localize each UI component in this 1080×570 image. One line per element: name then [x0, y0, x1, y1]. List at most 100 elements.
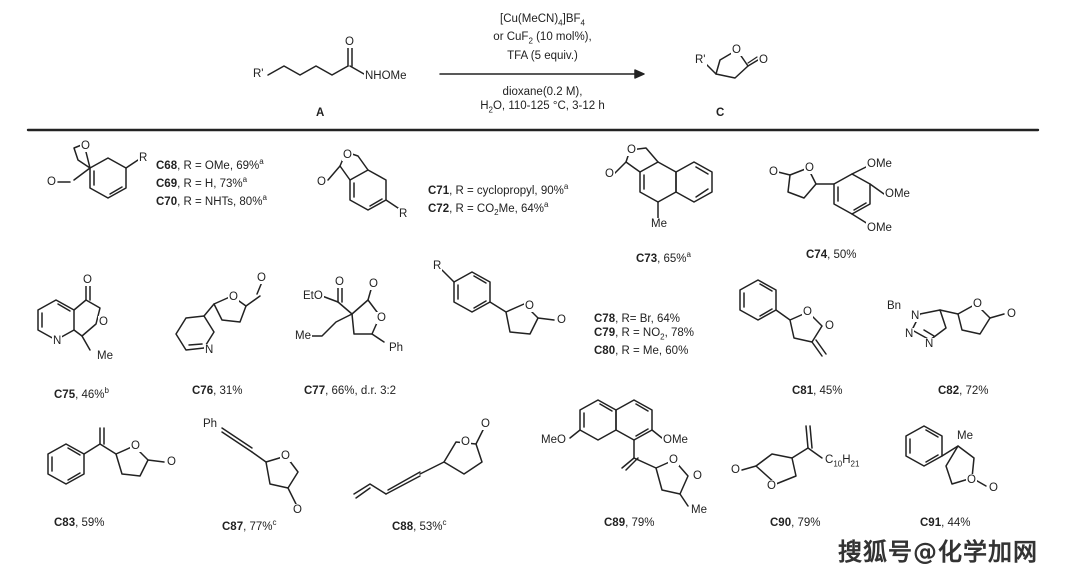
- label-product: C: [716, 107, 725, 119]
- atom-r-prime: R': [694, 54, 707, 66]
- atom-o: O: [46, 176, 57, 188]
- atom-ph: Ph: [202, 418, 219, 430]
- reaction-arrow: [439, 69, 645, 79]
- atom-meo: MeO: [540, 434, 567, 446]
- atom-o: O: [368, 278, 379, 290]
- atom-o: O: [972, 298, 983, 310]
- atom-o: O: [730, 464, 741, 476]
- caption-c78-c80: C78, R= Br, 64% C79, R = NO2, 78% C80, R…: [594, 313, 695, 358]
- atom-o: O: [460, 436, 471, 448]
- atom-o: O: [376, 312, 387, 324]
- atom-me: Me: [96, 350, 114, 362]
- atom-o: O: [966, 474, 977, 486]
- atom-o: O: [342, 149, 353, 161]
- atom-c10h21: C10H21: [824, 454, 861, 471]
- atom-o: O: [804, 162, 815, 174]
- caption-c87: C87, 77%c: [222, 518, 277, 533]
- caption-c75: C75, 46%b: [54, 386, 109, 401]
- atom-o: O: [256, 272, 267, 284]
- lactone-C74-structure: [777, 165, 885, 225]
- atom-ome: OMe: [866, 222, 893, 234]
- atom-o: O: [292, 504, 303, 516]
- atom-o: O: [480, 418, 491, 430]
- atom-o: O: [766, 480, 777, 492]
- caption-c82: C82, 72%: [938, 385, 989, 397]
- atom-r: R: [138, 152, 149, 164]
- atom-o: O: [824, 320, 835, 332]
- atom-ome: OMe: [662, 434, 689, 446]
- caption-c91: C91, 44%: [920, 517, 971, 529]
- atom-o: O: [280, 450, 291, 462]
- substrate-A-structure: [267, 47, 365, 76]
- atom-me: Me: [650, 218, 668, 230]
- naphtholactone-C73-structure: [613, 147, 713, 219]
- atom-n: N: [904, 328, 915, 340]
- atom-n: N: [52, 335, 63, 347]
- atom-n: N: [910, 310, 921, 322]
- atom-n: N: [924, 338, 935, 350]
- lactone-C87-structure: [221, 427, 299, 505]
- reaction-conditions-bottom: dioxane(0.2 M), H2O, 110-125 °C, 3-12 h: [480, 86, 605, 115]
- atom-me: Me: [294, 330, 312, 342]
- lactone-C78-structure: [441, 269, 555, 335]
- atom-o: O: [731, 44, 742, 56]
- phthalide-C68-structure: [57, 143, 139, 199]
- lactone-C81-structure: [739, 279, 827, 357]
- atom-nhome: NHOMe: [364, 70, 408, 82]
- atom-o: O: [556, 314, 567, 326]
- atom-o: O: [524, 300, 535, 312]
- atom-o: O: [1006, 308, 1017, 320]
- caption-c88: C88, 53%c: [392, 518, 447, 533]
- caption-c73: C73, 65%a: [636, 250, 691, 265]
- atom-o: O: [316, 176, 327, 188]
- caption-c90: C90, 79%: [770, 517, 821, 529]
- caption-c81: C81, 45%: [792, 385, 843, 397]
- lactone-C89-structure: [569, 399, 689, 507]
- atom-o: O: [802, 306, 813, 318]
- atom-bn: Bn: [886, 300, 903, 312]
- atom-o: O: [604, 168, 615, 180]
- atom-me: Me: [956, 430, 974, 442]
- atom-r: R: [432, 260, 443, 272]
- caption-c71-c72: C71, R = cyclopropyl, 90%a C72, R = CO2M…: [428, 182, 569, 217]
- lactone-C88-structure: [353, 427, 485, 499]
- label-substrate: A: [316, 107, 325, 119]
- atom-me: Me: [690, 504, 708, 516]
- lactone-C83-structure: [47, 427, 165, 485]
- azaphthalide-C75-structure: [37, 283, 101, 351]
- atom-ome: OMe: [866, 158, 893, 170]
- caption-c74: C74, 50%: [806, 249, 857, 261]
- reaction-conditions-top: [Cu(MeCN)4]BF4 or CuF2 (10 mol%), TFA (5…: [493, 13, 592, 62]
- atom-ome: OMe: [884, 188, 911, 200]
- phthalide-C71-structure: [327, 151, 399, 211]
- atom-o: O: [98, 316, 109, 328]
- atom-o: O: [80, 140, 91, 152]
- atom-eto: EtO: [302, 290, 324, 302]
- atom-o: O: [334, 276, 345, 288]
- lactone-C90-structure: [741, 425, 823, 485]
- caption-c76: C76, 31%: [192, 385, 243, 397]
- caption-c77: C77, 66%, d.r. 3:2: [304, 385, 397, 397]
- atom-r: R: [398, 208, 409, 220]
- caption-c89: C89, 79%: [604, 517, 655, 529]
- atom-o: O: [692, 470, 703, 482]
- lactone-C77-structure: [307, 285, 385, 343]
- atom-o: O: [758, 54, 769, 66]
- atom-ph: Ph: [388, 342, 405, 354]
- caption-c83: C83, 59%: [54, 517, 105, 529]
- atom-o: O: [988, 482, 999, 494]
- atom-o: O: [626, 144, 637, 156]
- lactone-C82-structure: [911, 303, 1005, 341]
- lactone-C76-structure: [175, 281, 263, 351]
- atom-r-prime: R': [252, 68, 265, 80]
- watermark-text: 搜狐号@化学加网: [838, 538, 1038, 566]
- atom-o: O: [130, 440, 141, 452]
- atom-n: N: [204, 344, 215, 356]
- atom-o: O: [668, 454, 679, 466]
- atom-o: O: [768, 166, 779, 178]
- caption-c68-c70: C68, R = OMe, 69%a C69, R = H, 73%a C70,…: [156, 157, 267, 208]
- atom-o: O: [228, 291, 239, 303]
- atom-o: O: [166, 456, 177, 468]
- atom-o: O: [344, 36, 355, 48]
